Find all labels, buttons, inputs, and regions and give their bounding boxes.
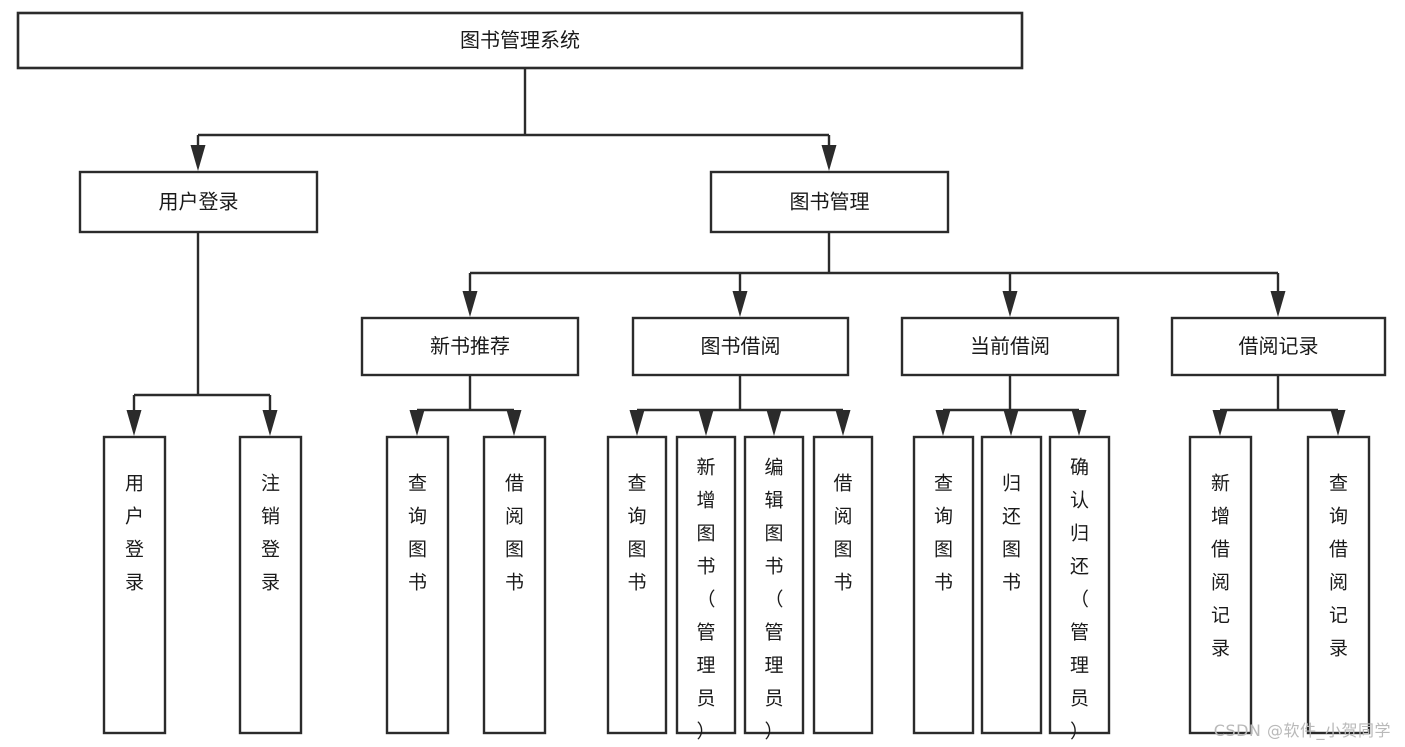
node-leaf-0[interactable]: 用户登录 [102, 435, 167, 735]
node-box[interactable] [606, 435, 668, 735]
node-box[interactable] [1170, 316, 1387, 377]
node-leaf-2[interactable]: 查询图书 [385, 435, 450, 735]
node-leaf-5[interactable]: 新增图书（管理员） [675, 435, 737, 742]
node-label: 新书推荐 [430, 334, 510, 358]
node-box[interactable] [743, 435, 805, 735]
connector-user-login-bus [126, 232, 278, 436]
node-box[interactable] [912, 435, 975, 735]
node-root-0[interactable]: 图书管理系统 [16, 11, 1024, 70]
node-label: 查询图书 [934, 472, 953, 593]
node-box[interactable] [482, 435, 547, 735]
node-leaf-8[interactable]: 查询图书 [912, 435, 975, 735]
node-layer: 图书管理系统用户登录图书管理新书推荐图书借阅当前借阅借阅记录用户登录注销登录查询… [16, 11, 1387, 742]
node-box[interactable] [238, 435, 303, 735]
node-box[interactable] [16, 11, 1024, 70]
node-label: 图书管理 [790, 190, 870, 214]
node-label: 借阅图书 [505, 472, 524, 593]
node-label: 借阅图书 [833, 472, 852, 593]
node-box[interactable] [1306, 435, 1371, 735]
node-leaf-3[interactable]: 借阅图书 [482, 435, 547, 735]
node-leaf-9[interactable]: 归还图书 [980, 435, 1043, 735]
connector-record-bus [1212, 375, 1346, 436]
connector-current-bus [935, 375, 1087, 436]
csdn-watermark: CSDN @软件_小贺同学 [1213, 721, 1391, 740]
connector-root-bus [190, 68, 837, 171]
node-box[interactable] [900, 316, 1120, 377]
node-leaf-4[interactable]: 查询图书 [606, 435, 668, 735]
node-box[interactable] [675, 435, 737, 735]
node-label: 确认归还（管理员） [1070, 456, 1089, 742]
node-leaf-1[interactable]: 注销登录 [238, 435, 303, 735]
node-label: 当前借阅 [970, 334, 1050, 358]
node-leaf-11[interactable]: 新增借阅记录 [1188, 435, 1253, 735]
node-label: 用户登录 [159, 190, 239, 214]
node-leaf-6[interactable]: 编辑图书（管理员） [743, 435, 805, 742]
connector-new-book-bus [409, 375, 522, 436]
node-leaf-7[interactable]: 借阅图书 [812, 435, 874, 735]
node-level2-1[interactable]: 图书管理 [709, 170, 950, 234]
node-box[interactable] [360, 316, 580, 377]
node-box[interactable] [1048, 435, 1111, 735]
node-level3-2[interactable]: 当前借阅 [900, 316, 1120, 377]
connector-layer [126, 68, 1346, 436]
node-label: 图书借阅 [701, 334, 781, 358]
node-label: 用户登录 [125, 472, 144, 593]
node-level3-3[interactable]: 借阅记录 [1170, 316, 1387, 377]
node-level3-0[interactable]: 新书推荐 [360, 316, 580, 377]
connector-borrow-bus [629, 375, 851, 436]
node-level2-0[interactable]: 用户登录 [78, 170, 319, 234]
node-box[interactable] [385, 435, 450, 735]
node-box[interactable] [1188, 435, 1253, 735]
connector-book-mgmt-bus [462, 232, 1286, 317]
node-leaf-12[interactable]: 查询借阅记录 [1306, 435, 1371, 735]
node-box[interactable] [812, 435, 874, 735]
node-box[interactable] [78, 170, 319, 234]
node-label: 查询图书 [627, 472, 646, 593]
node-box[interactable] [980, 435, 1043, 735]
node-label: 新增图书（管理员） [696, 456, 715, 742]
node-label: 归还图书 [1002, 472, 1021, 593]
node-box[interactable] [709, 170, 950, 234]
node-level3-1[interactable]: 图书借阅 [631, 316, 850, 377]
node-label: 编辑图书（管理员） [764, 456, 783, 742]
node-leaf-10[interactable]: 确认归还（管理员） [1048, 435, 1111, 742]
node-label: 图书管理系统 [460, 28, 580, 52]
node-box[interactable] [102, 435, 167, 735]
node-label: 借阅记录 [1239, 334, 1319, 358]
node-box[interactable] [631, 316, 850, 377]
node-label: 查询图书 [408, 472, 427, 593]
node-label: 注销登录 [261, 472, 280, 593]
node-label: 查询借阅记录 [1329, 472, 1348, 659]
node-label: 新增借阅记录 [1211, 472, 1230, 659]
